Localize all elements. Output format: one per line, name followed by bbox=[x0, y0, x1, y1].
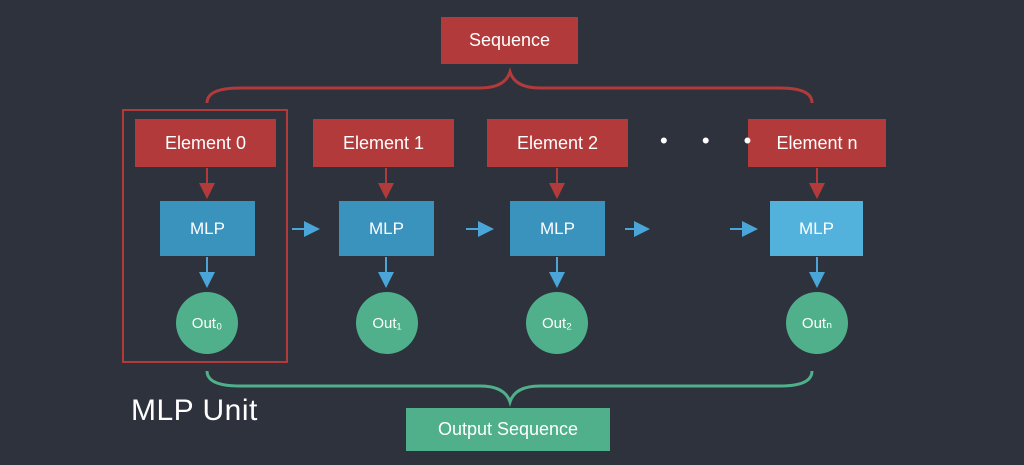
element-n-box: Element n bbox=[748, 119, 886, 167]
mlp-unit-label: MLP Unit bbox=[131, 394, 258, 427]
output-sequence-label: Output Sequence bbox=[406, 408, 610, 451]
out-0-circle: Out₀ bbox=[176, 292, 238, 354]
sequence-label: Sequence bbox=[441, 17, 578, 64]
ellipsis: • • • bbox=[660, 128, 766, 153]
mlp-1-box: MLP bbox=[339, 201, 434, 256]
element-2-box: Element 2 bbox=[487, 119, 628, 167]
output-brace bbox=[205, 370, 814, 408]
out-2-circle: Out₂ bbox=[526, 292, 588, 354]
element-1-box: Element 1 bbox=[313, 119, 454, 167]
sequence-brace bbox=[205, 66, 814, 104]
out-n-circle: Outₙ bbox=[786, 292, 848, 354]
mlp-0-box: MLP bbox=[160, 201, 255, 256]
element-0-box: Element 0 bbox=[135, 119, 276, 167]
mlp-n-box: MLP bbox=[770, 201, 863, 256]
out-1-circle: Out₁ bbox=[356, 292, 418, 354]
mlp-2-box: MLP bbox=[510, 201, 605, 256]
mlp-unit-frame bbox=[122, 109, 288, 363]
